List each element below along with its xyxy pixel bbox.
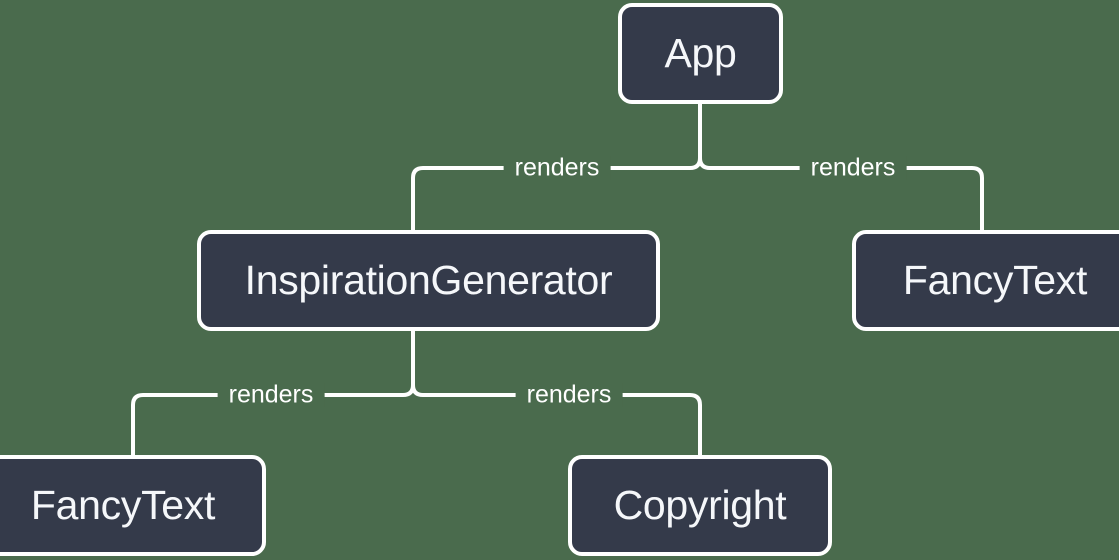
edge-label-app-to-fancytext-right: renders [799, 155, 907, 181]
node-inspiration-generator[interactable]: InspirationGenerator [197, 230, 660, 331]
edge-label-app-to-inspiration-generator: renders [503, 155, 611, 181]
edge-label-inspiration-generator-to-fancytext-bottom: renders [217, 382, 325, 408]
node-label-copyright: Copyright [613, 482, 787, 528]
node-label-inspiration-generator: InspirationGenerator [244, 257, 613, 303]
node-label-fancytext-bottom: FancyText [30, 482, 216, 528]
node-copyright[interactable]: Copyright [568, 455, 832, 556]
node-label-app: App [664, 30, 737, 76]
node-fancytext-bottom[interactable]: FancyText [0, 455, 266, 556]
node-label-fancytext-right: FancyText [902, 257, 1088, 303]
node-fancytext-right[interactable]: FancyText [852, 230, 1119, 331]
node-app[interactable]: App [618, 3, 783, 104]
edge-label-inspiration-generator-to-copyright: renders [515, 382, 623, 408]
